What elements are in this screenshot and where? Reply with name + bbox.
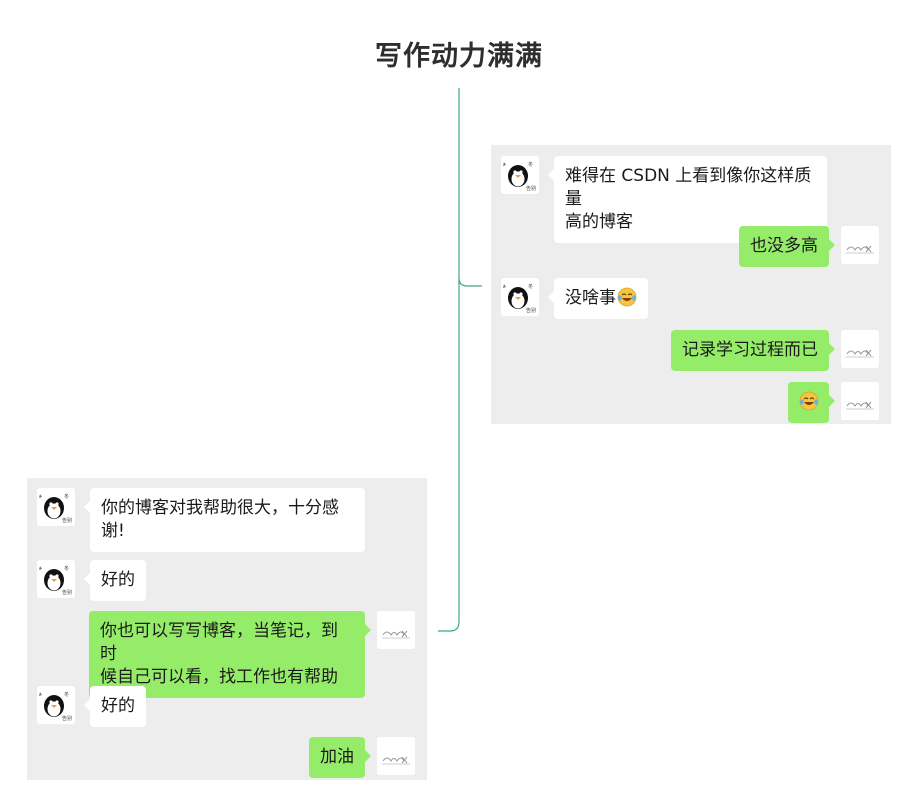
svg-text:告别: 告别 [526,185,536,192]
svg-text:告别: 告别 [62,715,72,722]
svg-text:告别: 告别 [62,517,72,524]
sketch-avatar-icon[interactable] [841,382,879,420]
message-bubble: 加油 [309,737,371,778]
penguin-avatar-icon[interactable]: 冬告别 [37,686,75,724]
message-bubble: 你的博客对我帮助很大，十分感 谢! [84,488,365,552]
page-title: 写作动力满满 [375,41,543,72]
message-bubble: 没啥事 [548,278,648,319]
message-bubble [788,382,835,423]
svg-text:冬: 冬 [528,283,533,290]
sketch-avatar-icon[interactable] [841,330,879,368]
tears-of-joy-emoji-icon [617,287,637,307]
svg-text:冬: 冬 [64,493,69,500]
message-text: 没啥事 [565,288,616,308]
tears-of-joy-emoji-icon [799,391,819,411]
penguin-avatar-icon[interactable]: 冬告别 [501,278,539,316]
chat-screenshot-bottom: 冬告别 你的博客对我帮助很大，十分感 谢! 冬告别 好的 你也可以写写博客，当笔… [27,478,427,780]
message-bubble: 也没多高 [739,226,835,267]
message-bubble: 好的 [84,686,146,727]
svg-text:冬: 冬 [64,565,69,572]
penguin-avatar-icon[interactable]: 冬告别 [501,156,539,194]
sketch-avatar-icon[interactable] [841,226,879,264]
message-bubble: 好的 [84,560,146,601]
svg-text:告别: 告别 [62,589,72,596]
chat-screenshot-top: 冬告别 难得在 CSDN 上看到像你这样质量 高的博客 也没多高 冬告别 没啥事… [491,145,891,424]
svg-text:冬: 冬 [64,691,69,698]
sketch-avatar-icon[interactable] [377,737,415,775]
svg-text:冬: 冬 [528,161,533,168]
sketch-avatar-icon[interactable] [377,611,415,649]
penguin-avatar-icon[interactable]: 冬告别 [37,488,75,526]
message-bubble: 你也可以写写博客，当笔记，到时 候自己可以看，找工作也有帮助 [89,611,371,698]
svg-text:告别: 告别 [526,307,536,314]
penguin-avatar-icon[interactable]: 冬告别 [37,560,75,598]
message-bubble: 记录学习过程而已 [671,330,835,371]
